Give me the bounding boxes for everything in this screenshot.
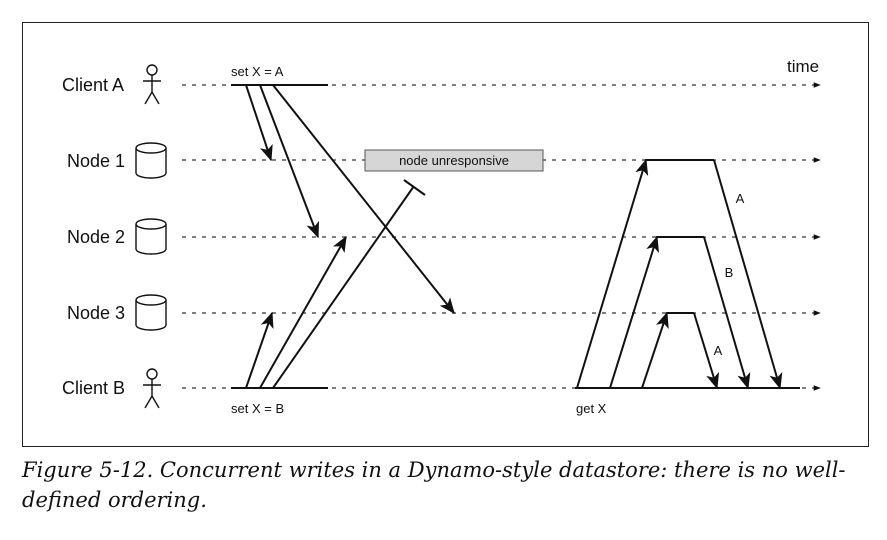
op-label-get: get X — [576, 401, 607, 416]
node-3-database-icon — [135, 294, 167, 331]
response-label-node-3: A — [714, 343, 723, 358]
row-label-node-2: Node 2 — [67, 227, 125, 247]
figure-caption: Figure 5-12. Concurrent writes in a Dyna… — [22, 458, 846, 512]
row-label-node-3: Node 3 — [67, 303, 125, 323]
write-a-to-node-3-arrow — [272, 84, 455, 315]
response-label-node-1: A — [736, 191, 745, 206]
node-1-database-icon — [135, 142, 167, 179]
read-response-node-2-arrow — [703, 236, 751, 390]
write-b-to-node-3-arrow — [245, 311, 274, 389]
row-label-node-1: Node 1 — [67, 151, 125, 171]
client-b-person-icon — [143, 368, 161, 409]
node-unresponsive-box — [364, 149, 544, 172]
node-2-database-icon — [135, 218, 167, 255]
client-a-person-icon — [143, 64, 161, 105]
row-label-client-b: Client B — [62, 378, 125, 398]
read-response-node-1-arrow — [713, 159, 783, 390]
write-a-to-node-2-arrow — [259, 84, 319, 239]
write-b-to-node-1-lost-line — [272, 185, 415, 389]
read-request-node-3-path — [641, 312, 694, 389]
op-label-set-b: set X = B — [231, 401, 284, 416]
node-unresponsive-label: node unresponsive — [399, 153, 509, 168]
write-b-to-node-2-arrow — [259, 235, 347, 389]
lost-message-cross-mark — [403, 179, 426, 196]
time-axis-label: time — [787, 57, 819, 76]
row-label-client-a: Client A — [62, 75, 124, 95]
read-response-node-3-arrow — [693, 312, 720, 390]
write-a-to-node-1-arrow — [245, 84, 273, 162]
op-label-set-a: set X = A — [231, 64, 284, 79]
response-label-node-2: B — [725, 265, 734, 280]
